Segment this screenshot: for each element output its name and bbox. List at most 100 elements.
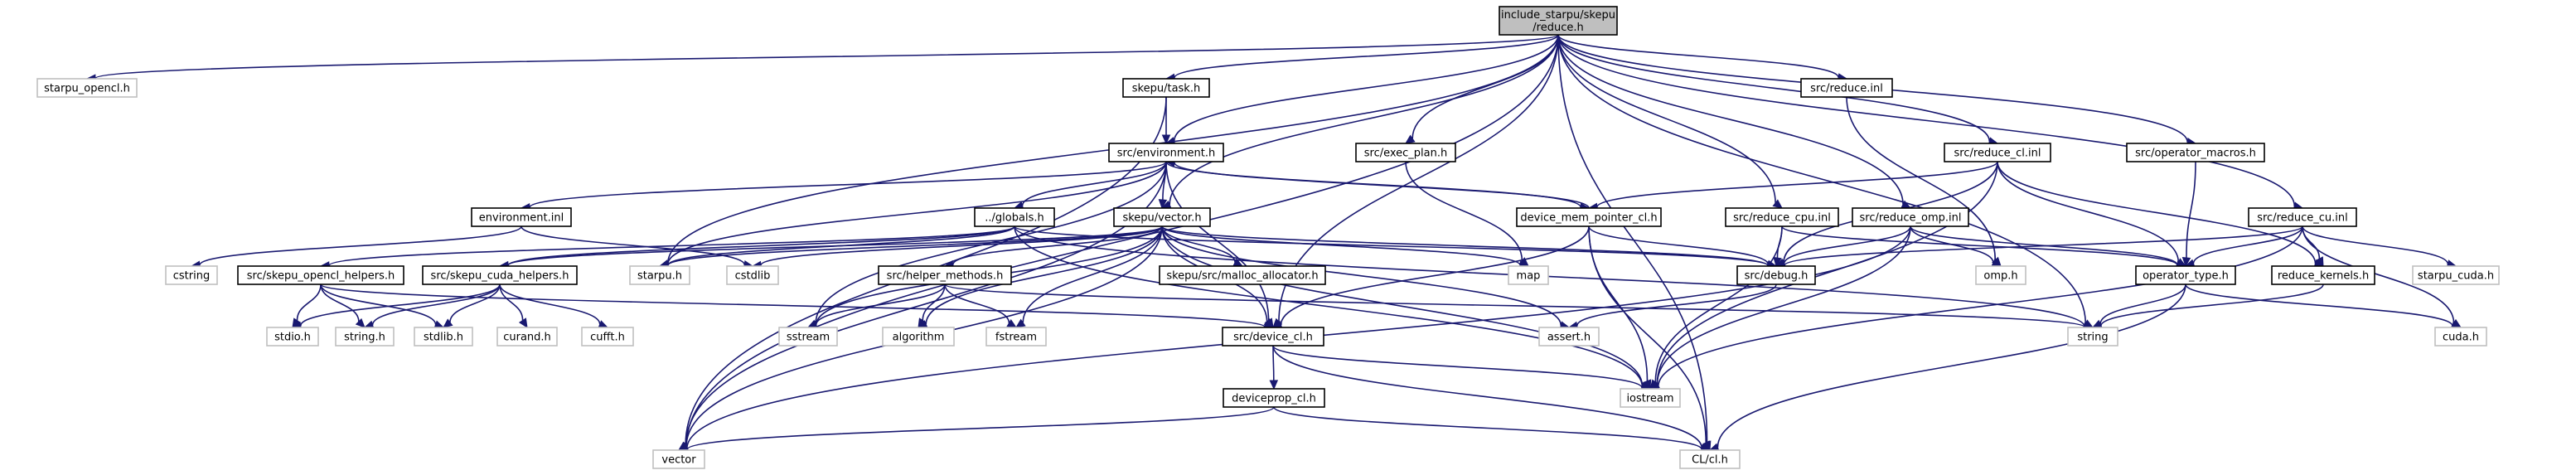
node-box: [581, 327, 634, 347]
edge-line: [1014, 225, 1769, 267]
node-box: [1516, 207, 1662, 227]
edge-arrowhead: [1161, 134, 1171, 145]
node-src-exec-plan-h[interactable]: src/exec_plan.h: [1355, 143, 1456, 162]
node-vector: vector: [652, 449, 705, 469]
node-box: [2434, 327, 2487, 347]
node-src-debug-h[interactable]: src/debug.h: [1736, 265, 1816, 285]
node-src-environment-h[interactable]: src/environment.h: [1108, 143, 1224, 162]
node-skepu-task-h[interactable]: skepu/task.h: [1122, 78, 1210, 98]
node-box: [1944, 143, 2051, 162]
edge-src_reduce_omp_inl-to-iostream: [1649, 225, 1911, 390]
edge-arrowhead: [443, 318, 453, 328]
node-box: [1725, 207, 1839, 227]
edge-line: [1557, 34, 1991, 142]
edge-src_skepu_opencl_helpers_h-to-string_h: [320, 284, 366, 328]
edge-line: [1717, 284, 2186, 448]
edge-line: [1272, 345, 1643, 389]
edge-line: [1405, 161, 1523, 261]
node-label: skepu/vector.h: [1122, 212, 1201, 225]
edge-line: [667, 225, 1163, 266]
node-src-reduce-inl[interactable]: src/reduce.inl: [1800, 78, 1893, 98]
node-sstream: sstream: [778, 327, 838, 347]
node-operator-type-h[interactable]: operator_type.h: [2135, 265, 2236, 285]
edge-line: [1557, 34, 1708, 443]
edge-line: [499, 284, 601, 325]
node-label: map: [1517, 270, 1541, 283]
edge-src_helper_methods_h-to-string: [944, 284, 2094, 332]
edge-device_mem_pointer_cl_h-to-src_debug_h: [1588, 225, 1778, 269]
edge-arrowhead: [518, 317, 528, 329]
edge-line: [686, 406, 1275, 451]
node-reduce-kernels-h[interactable]: reduce_kernels.h: [2271, 265, 2375, 285]
edge-line: [922, 284, 946, 321]
edge-src_reduce_omp_inl-to-operator_type_h: [1910, 225, 2187, 269]
edge-line: [1557, 34, 2087, 324]
edge-line: [1654, 225, 1783, 383]
node-label: src/operator_macros.h: [2135, 148, 2256, 160]
node-box: [422, 265, 578, 285]
edge-line: [1783, 225, 1911, 264]
node-globals-h[interactable]: ../globals.h: [974, 207, 1055, 227]
edge-deviceprop_cl_h-to-cl_cl_h: [1273, 406, 1712, 454]
node-deviceprop-cl-h[interactable]: deviceprop_cl.h: [1223, 388, 1325, 408]
edge-device_mem_pointer_cl_h-to-src_environment_h: [1165, 158, 1590, 209]
node-fstream: fstream: [985, 327, 1047, 347]
node-label: assert.h: [1547, 332, 1591, 344]
node-src-device-cl-h[interactable]: src/device_cl.h: [1222, 327, 1324, 347]
node-box: [2412, 265, 2500, 285]
node-starpu-cuda-h: starpu_cuda.h: [2412, 265, 2500, 285]
node-src-skepu-cuda-helpers-h[interactable]: src/skepu_cuda_helpers.h: [422, 265, 578, 285]
node-label: curand.h: [503, 332, 551, 344]
node-skepu-vector-h[interactable]: skepu/vector.h: [1113, 207, 1211, 227]
edge-line: [328, 225, 1015, 267]
node-src-helper-methods-h[interactable]: src/helper_methods.h: [878, 265, 1012, 285]
node-label: cstring: [173, 270, 210, 283]
edge-arrowhead: [1269, 380, 1279, 390]
node-src-reduce-cpu-inl[interactable]: src/reduce_cpu.inl: [1725, 207, 1839, 227]
node-src-reduce-cl-inl[interactable]: src/reduce_cl.inl: [1944, 143, 2051, 162]
edge-line: [944, 284, 2085, 328]
edge-src_reduce_cl_inl-to-iostream: [1649, 161, 1998, 390]
edge-line: [499, 284, 524, 321]
edge-line: [1557, 34, 1904, 205]
edge-root-to-src_reduce_omp_inl: [1557, 34, 1912, 209]
edge-line: [1014, 225, 1644, 387]
node-root[interactable]: include_starpu/skepu/reduce.h: [1499, 6, 1618, 36]
node-box: [1122, 78, 1210, 98]
node-box: [1113, 207, 1211, 227]
node-src-skepu-opencl-helpers-h[interactable]: src/skepu_opencl_helpers.h: [237, 265, 404, 285]
edge-line: [507, 225, 1163, 267]
edge-line: [320, 284, 1266, 328]
edge-line: [1161, 225, 1644, 386]
edge-line: [371, 284, 501, 326]
node-src-reduce-omp-inl[interactable]: src/reduce_omp.inl: [1852, 207, 1969, 227]
edge-root-to-src_reduce_inl: [1557, 34, 1848, 82]
edge-line: [1021, 161, 1167, 206]
edge-line: [1557, 34, 2296, 206]
node-box: [878, 265, 1012, 285]
node-label: environment.inl: [479, 212, 564, 225]
edge-line: [1910, 225, 1994, 264]
node-cufft-h: cufft.h: [581, 327, 634, 347]
edge-line: [1174, 162, 1590, 209]
node-label: src/debug.h: [1745, 270, 1809, 283]
node-src-operator-macros-h[interactable]: src/operator_macros.h: [2126, 143, 2265, 162]
edge-arrowhead: [1014, 318, 1026, 328]
edge-src_device_cl_h-to-deviceprop_cl_h: [1269, 345, 1279, 390]
edge-arrowhead: [2315, 256, 2324, 268]
node-device-mem-pointer-cl-h[interactable]: device_mem_pointer_cl.h: [1516, 207, 1662, 227]
node-box: [237, 265, 404, 285]
edge-line: [507, 225, 1015, 266]
node-box: [2135, 265, 2236, 285]
node-malloc-allocator[interactable]: skepu/src/malloc_allocator.h: [1159, 265, 1326, 285]
edge-root-to-skepu_vector_h: [1160, 34, 1559, 209]
edge-line: [1272, 345, 1703, 448]
edge-line: [1022, 225, 1163, 323]
node-box: [726, 265, 779, 285]
node-src-reduce-cu-inl[interactable]: src/reduce_cu.inl: [2248, 207, 2357, 227]
edge-operator_type_h-to-cuda_h: [2185, 284, 2462, 331]
edge-arrowhead: [2181, 257, 2191, 268]
node-environment-inl[interactable]: environment.inl: [471, 207, 572, 227]
node-box: [1852, 207, 1969, 227]
